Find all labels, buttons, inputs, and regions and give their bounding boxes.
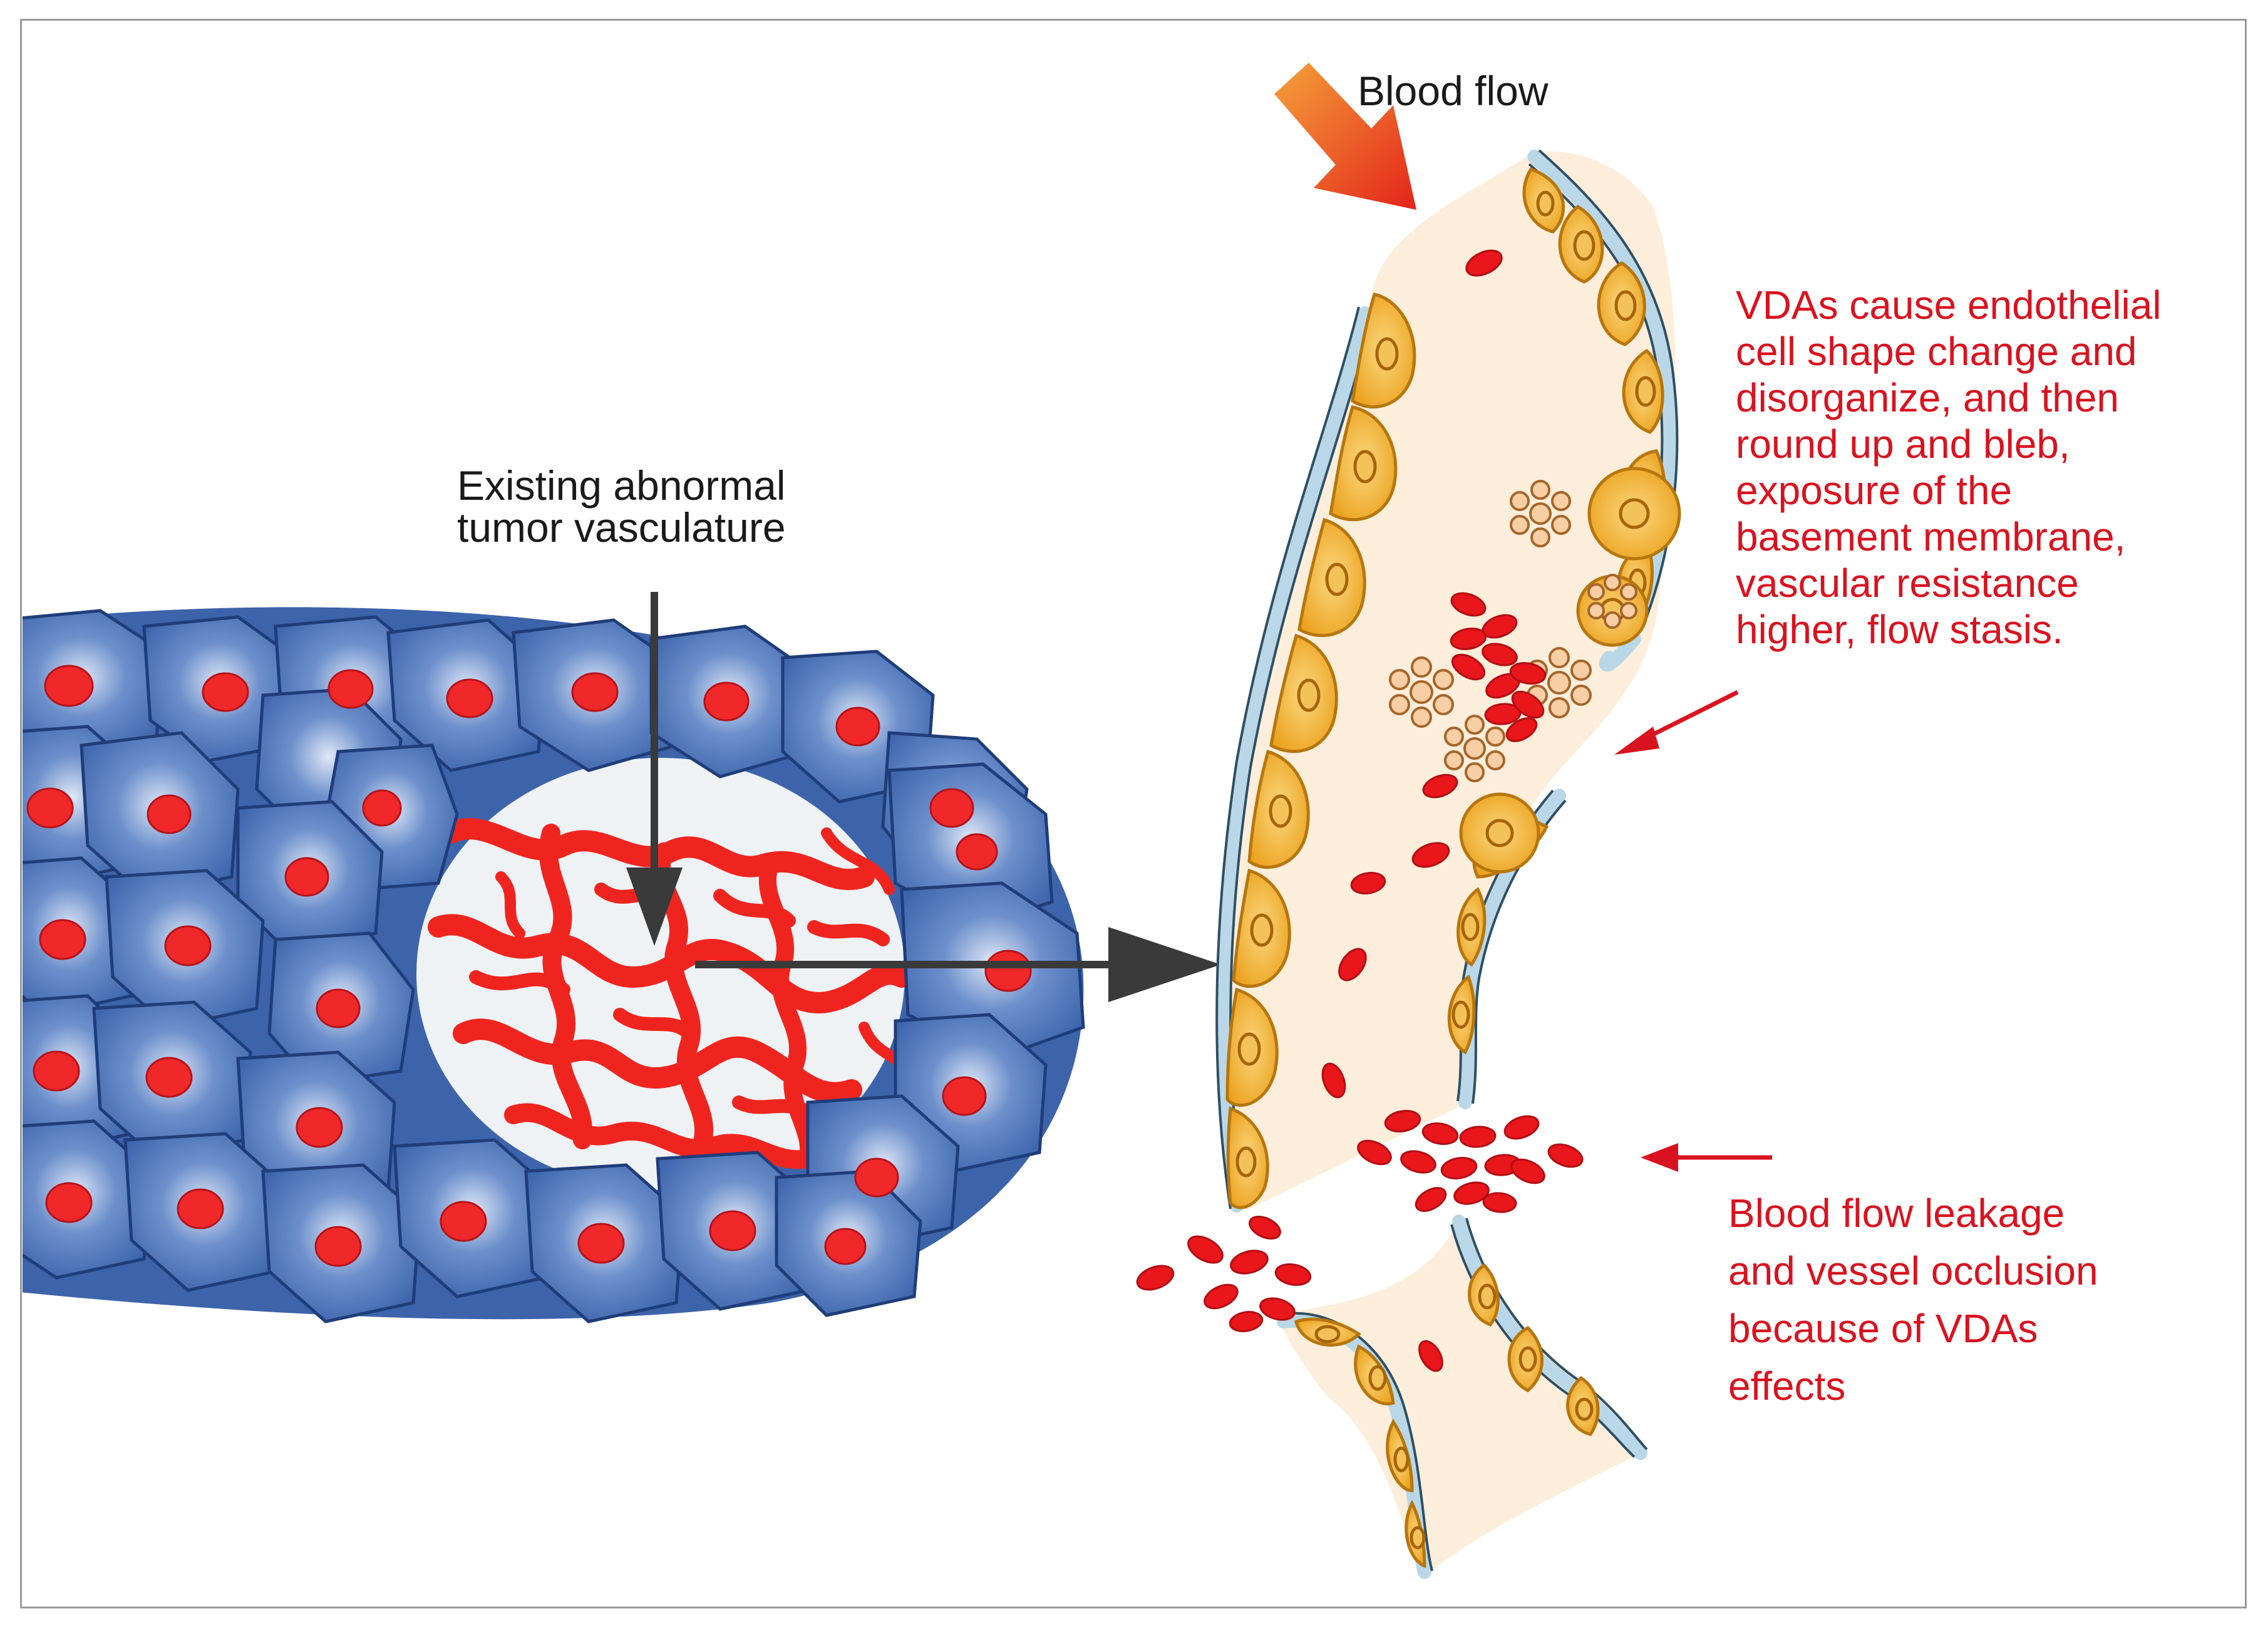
vda-effects-line: cell shape change and <box>1736 329 2137 374</box>
stasis-pointer-arrow <box>1614 690 1739 755</box>
leakage-line: because of VDAs <box>1728 1306 2038 1351</box>
endothelial-nuclei-left <box>1235 337 1399 1178</box>
vda-effects-line: vascular resistance <box>1736 561 2079 606</box>
leakage-line: Blood flow leakage <box>1728 1191 2065 1236</box>
blood-flow-arrow <box>1274 63 1416 210</box>
tumor-cell-nuclei <box>26 665 1032 1267</box>
leakage-line: effects <box>1728 1364 1846 1409</box>
figure-frame <box>20 19 2247 1608</box>
vda-effects-line: exposure of the <box>1736 468 2013 513</box>
vasculature-pointer-arrow <box>626 592 683 946</box>
vda-effects-line: basement membrane, <box>1736 514 2126 559</box>
vasculature-label-line-2: tumor vasculature <box>457 504 786 551</box>
vda-effects-line: round up and bleb, <box>1736 422 2070 467</box>
vessel-segment <box>1136 149 1681 1579</box>
vasculature-label-line-1: Existing abnormal <box>457 462 786 509</box>
blood-flow-label: Blood flow <box>1358 68 1549 114</box>
vessel-lumen-lower <box>1277 1221 1641 1578</box>
vda-effects-line: disorganize, and then <box>1736 375 2119 420</box>
tumor-mass <box>23 607 1085 1323</box>
zoom-pointer-arrow <box>695 927 1221 1002</box>
vda-effects-line: VDAs cause endothelial <box>1736 282 2162 328</box>
vda-effects-line: higher, flow stasis. <box>1736 607 2063 652</box>
tumor-vasculature <box>428 818 914 1169</box>
leakage-pointer-arrow <box>1641 1143 1772 1172</box>
leakage-line: and vessel occlusion <box>1728 1248 2098 1293</box>
red-blood-cells <box>1136 249 1584 1372</box>
